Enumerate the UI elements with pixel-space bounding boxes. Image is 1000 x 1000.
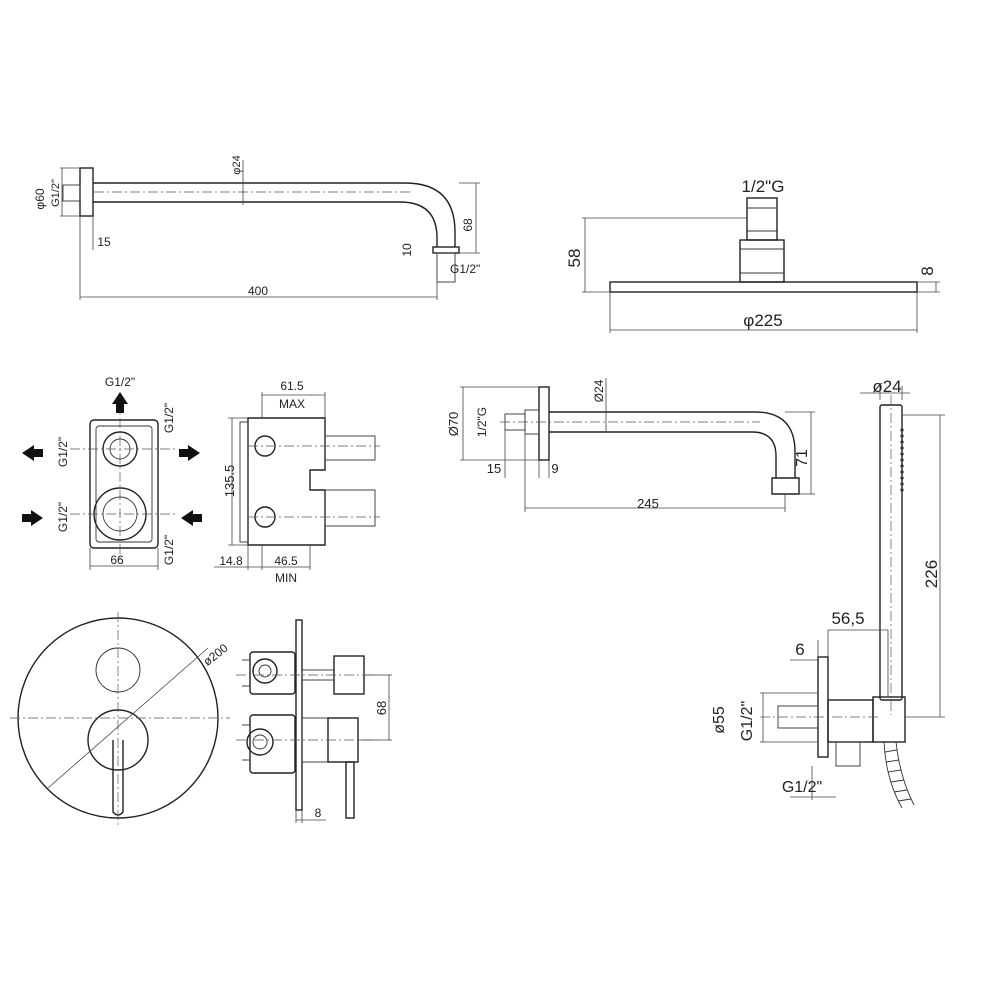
outlet-inlet-thread: G1/2" xyxy=(739,701,756,741)
head-plate-thickness: 8 xyxy=(918,266,937,275)
valve-side-body xyxy=(247,417,326,546)
arm-tube-diameter: φ24 xyxy=(231,155,243,174)
arm-tube-outer xyxy=(93,182,456,247)
side-lever-handle xyxy=(345,761,355,819)
valve-front-drawing: G1/2" G1/2" G1/2" G1/2" G1/2" 66 xyxy=(22,375,202,570)
arm-nut-height: 10 xyxy=(400,243,414,257)
wall-arm-tube-outer xyxy=(549,411,796,478)
hand-shower-length: 226 xyxy=(922,560,941,588)
valve-top-thread: G1/2" xyxy=(105,375,135,389)
wall-arm-outlet xyxy=(771,477,800,495)
wall-arm-flange-diameter: Ø70 xyxy=(446,412,461,437)
valve-max-label: MAX xyxy=(279,397,305,411)
hand-shower-nozzles xyxy=(900,428,904,492)
wall-arm-thread-label: 1/2"G xyxy=(475,407,489,437)
arrow-right-icon xyxy=(179,445,200,461)
valve-left-dn-thread: G1/2" xyxy=(56,502,70,532)
arm-outlet-thread xyxy=(436,252,456,283)
side-centers-distance: 68 xyxy=(374,701,389,715)
side-lower-body xyxy=(249,714,296,774)
outlet-plate-thickness: 6 xyxy=(795,640,804,659)
arm-length: 400 xyxy=(248,284,268,298)
head-thread-label: 1/2"G xyxy=(742,177,785,196)
shower-arm-drawing: φ60 G1/2" φ24 15 68 10 G1/2" 400 xyxy=(33,155,480,300)
outlet-hose-connector xyxy=(835,741,861,767)
head-connector-top xyxy=(746,197,778,241)
hand-shower-drawing: ø24 226 56,5 6 ø55 G1/2" G1/2" xyxy=(711,377,945,809)
outlet-wall-plate xyxy=(817,656,829,758)
side-wall-plate xyxy=(295,619,303,811)
arm-flange-width: 15 xyxy=(97,235,111,249)
valve-left-up-thread: G1/2" xyxy=(56,437,70,467)
arm-inlet-thread-label: G1/2" xyxy=(50,179,62,207)
arm-outlet-nut xyxy=(432,246,460,254)
hose-line-b xyxy=(895,741,915,806)
wall-arm-collar-width: 15 xyxy=(487,461,501,476)
arm-inlet-thread xyxy=(62,184,81,202)
arrow-left-icon xyxy=(22,445,43,461)
arm-flange-diameter: φ60 xyxy=(33,188,47,209)
wall-arm-flange-width: 9 xyxy=(551,461,558,476)
outlet-depth: 56,5 xyxy=(831,609,864,628)
valve-right-up-thread: G1/2" xyxy=(162,403,176,433)
head-diameter: φ225 xyxy=(743,311,782,330)
valve-min-label: MIN xyxy=(275,571,297,585)
valve-depth-max: 61.5 xyxy=(280,379,304,393)
head-height: 58 xyxy=(565,249,584,268)
valve-right-dn-thread: G1/2" xyxy=(162,535,176,565)
side-upper-body xyxy=(249,651,296,695)
arm-wall-flange xyxy=(79,167,94,217)
trim-plate-drawing: ø200 xyxy=(10,612,231,825)
wall-arm-tube-diameter: Ø24 xyxy=(592,379,606,402)
arrow-in-left-icon xyxy=(22,510,43,526)
valve-trim-side-drawing: 68 8 xyxy=(236,619,392,823)
hand-shower-diameter: ø24 xyxy=(872,377,901,396)
valve-side-stub-upper xyxy=(324,435,376,461)
arm-outlet-thread-label: G1/2" xyxy=(450,262,480,276)
shower-head-drawing: 1/2"G 58 8 φ225 xyxy=(565,177,940,333)
trim-plate-diameter: ø200 xyxy=(200,641,230,669)
valve-height: 135.5 xyxy=(222,465,237,498)
arm-tube-inner xyxy=(93,201,438,247)
valve-offset: 14.8 xyxy=(219,554,243,568)
wall-arm-flange xyxy=(538,386,550,461)
outlet-holder xyxy=(872,696,906,743)
wall-arm-drawing: Ø70 1/2"G Ø24 15 9 71 245 xyxy=(446,378,815,512)
valve-width: 66 xyxy=(110,553,124,567)
valve-side-stub-lower xyxy=(324,489,376,527)
outlet-hose-thread: G1/2" xyxy=(782,779,822,796)
wall-arm-drop: 71 xyxy=(794,449,811,467)
valve-depth-min: 46.5 xyxy=(274,554,298,568)
arm-drop-height: 68 xyxy=(461,218,475,232)
wall-arm-length: 245 xyxy=(637,496,659,511)
side-plate-thickness: 8 xyxy=(315,806,322,820)
head-swivel xyxy=(739,239,785,283)
arrow-in-right-icon xyxy=(181,510,202,526)
head-plate xyxy=(609,281,918,293)
arrow-up-icon xyxy=(112,392,128,413)
hose-line-a xyxy=(883,741,903,809)
outlet-body xyxy=(827,699,874,743)
valve-side-drawing: 61.5 MAX 135.5 14.8 46.5 MIN xyxy=(214,379,380,585)
valve-body-outline xyxy=(89,419,159,549)
outlet-plate-diameter: ø55 xyxy=(711,706,728,734)
